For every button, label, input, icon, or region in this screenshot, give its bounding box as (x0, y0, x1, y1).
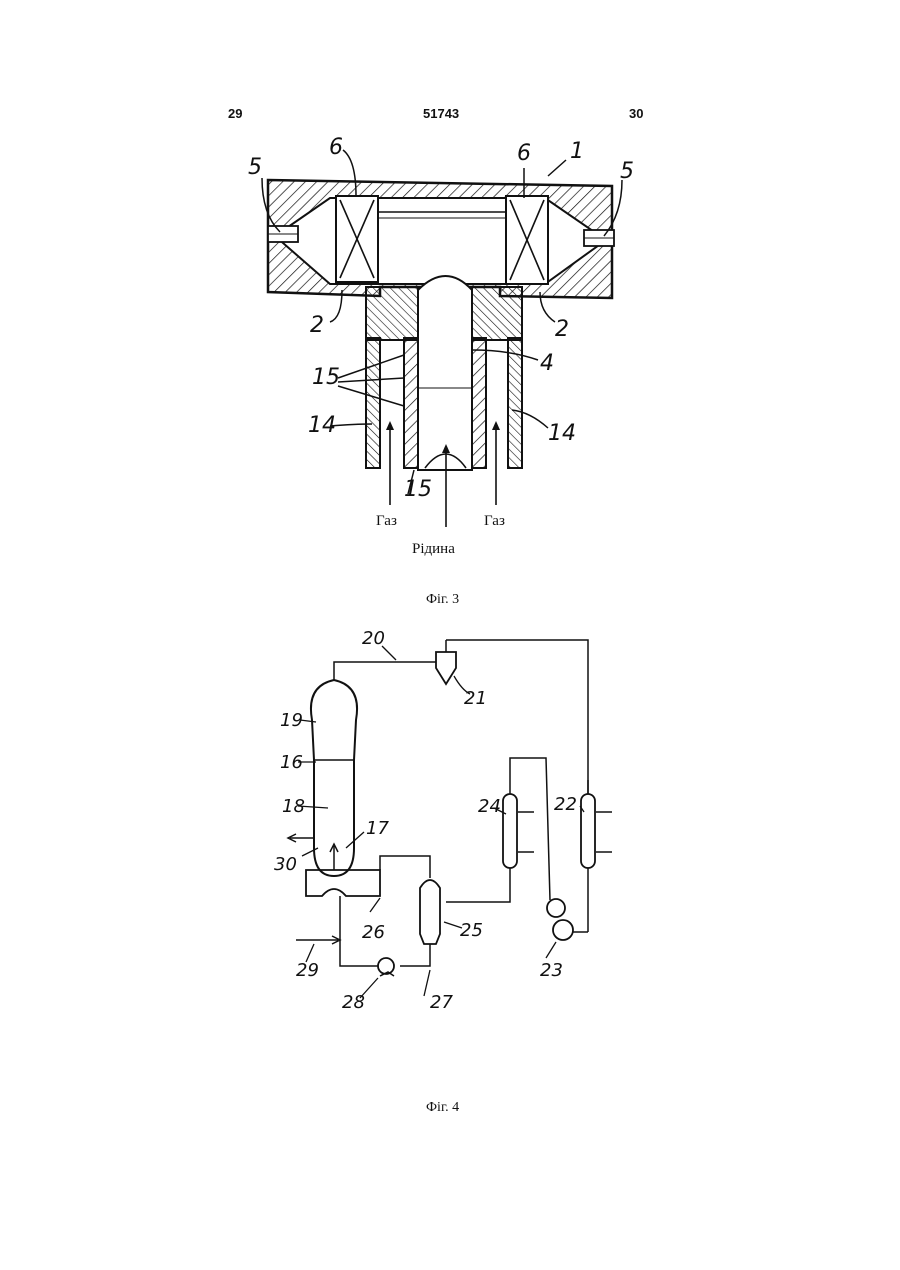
label-6-left: 6 (329, 135, 343, 160)
figure-3-caption: Фіг. 3 (426, 592, 459, 608)
label-27: 27 (430, 992, 453, 1013)
label-29: 29 (296, 960, 319, 981)
label-28: 28 (342, 992, 365, 1013)
label-5-left: 5 (248, 155, 262, 180)
label-6-right: 6 (517, 141, 531, 166)
liquid-inlet-label: Рідина (412, 541, 455, 557)
gas-inlet-right-label: Газ (484, 513, 505, 529)
label-2-right: 2 (555, 317, 569, 342)
label-2-left: 2 (310, 313, 324, 338)
figure-4-caption: Фіг. 4 (426, 1100, 459, 1116)
label-5-right: 5 (620, 159, 634, 184)
label-15-top: 15 (312, 365, 340, 390)
label-19: 19 (280, 710, 303, 731)
label-23: 23 (540, 960, 563, 981)
label-14-left: 14 (308, 413, 336, 438)
label-25: 25 (460, 920, 483, 941)
label-18: 18 (282, 796, 305, 817)
label-14-right: 14 (548, 421, 576, 446)
label-1: 1 (570, 139, 584, 164)
gas-inlet-left-label: Газ (376, 513, 397, 529)
label-26: 26 (362, 922, 385, 943)
label-16: 16 (280, 752, 303, 773)
label-21: 21 (464, 688, 487, 709)
label-17: 17 (366, 818, 389, 839)
figure-4-drawing: 20 21 19 16 18 17 30 24 22 26 25 23 29 2… (274, 628, 612, 1013)
label-4: 4 (540, 351, 554, 376)
label-30: 30 (274, 854, 297, 875)
label-24: 24 (478, 796, 501, 817)
label-22: 22 (554, 794, 577, 815)
label-20: 20 (362, 628, 385, 649)
label-15-bottom: 15 (404, 477, 432, 502)
